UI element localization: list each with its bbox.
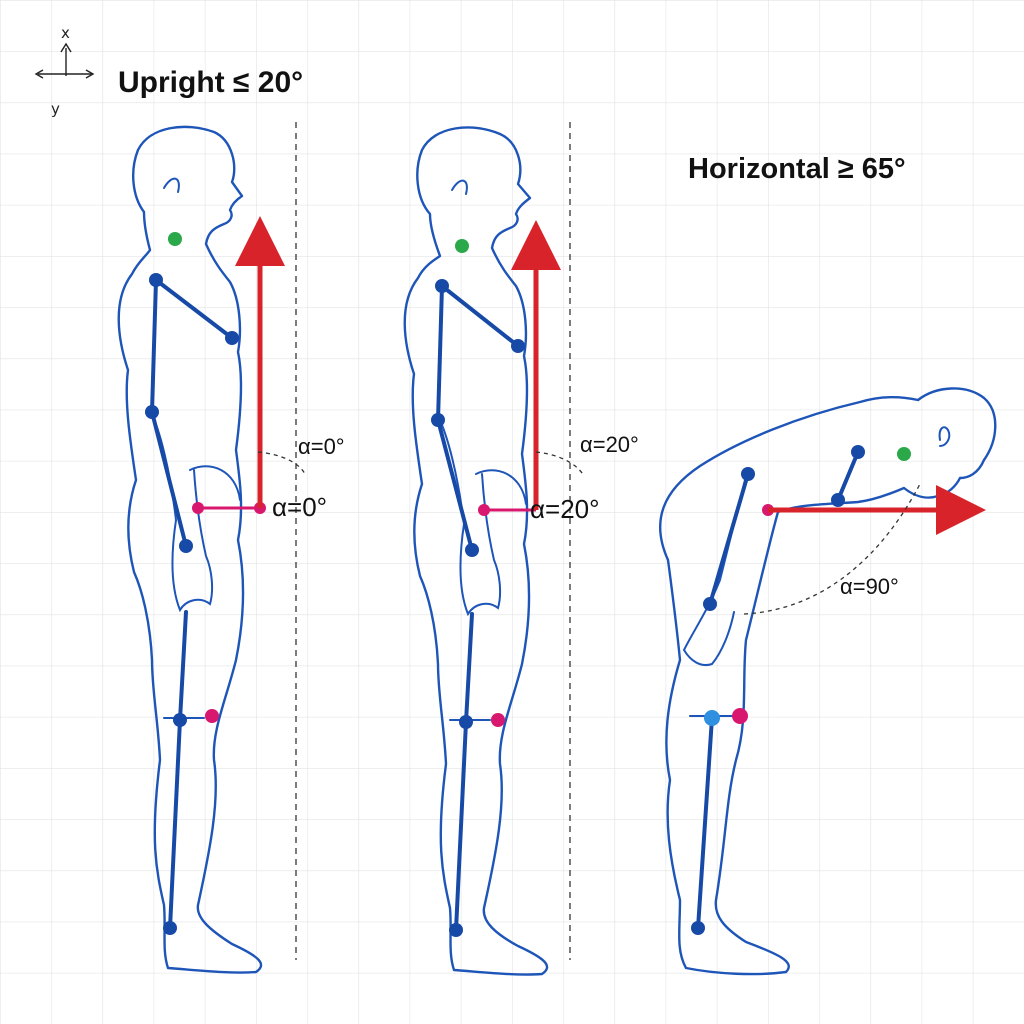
upright-title: Upright ≤ 20° — [118, 66, 303, 99]
arm-outline — [437, 415, 502, 617]
angle-label-small: α=20° — [580, 432, 639, 457]
thigh-bone — [178, 610, 188, 722]
wrist-joint — [179, 539, 193, 553]
chest-joint — [851, 445, 865, 459]
angle-label: α=90° — [840, 574, 899, 599]
body-outline — [403, 126, 549, 976]
shoulder-joint — [149, 273, 163, 287]
angle-arc — [535, 451, 585, 477]
wrist-joint — [465, 543, 479, 557]
figure-bending-90: α=90° — [659, 387, 997, 976]
y-axis-label: y — [51, 100, 60, 118]
ear — [451, 179, 468, 195]
angle-label-large: α=20° — [530, 494, 600, 524]
neck-marker — [455, 239, 469, 253]
knee-marker — [732, 708, 748, 724]
elbow-joint — [431, 413, 445, 427]
knee-joint — [704, 710, 720, 726]
axes-icon: x y — [34, 24, 95, 118]
shoulder-joint — [741, 467, 755, 481]
body-outline — [117, 125, 263, 974]
shoulder-joint — [435, 279, 449, 293]
neck-marker — [168, 232, 182, 246]
wrist-joint — [703, 597, 717, 611]
elbow-joint — [145, 405, 159, 419]
shin-bone — [454, 720, 468, 932]
thigh-bone — [464, 612, 474, 724]
sternum-joint — [831, 493, 845, 507]
hip-marker — [192, 502, 204, 514]
buttock-line — [189, 465, 241, 501]
ankle-joint — [163, 921, 177, 935]
upper-arm-bone — [150, 278, 158, 414]
ear — [938, 426, 951, 447]
body-outline — [659, 387, 997, 976]
forearm-bone — [150, 410, 188, 548]
angle-arc — [743, 483, 921, 615]
shin-bone — [696, 716, 714, 930]
upper-arm-bone — [708, 472, 750, 606]
forearm-bone — [436, 418, 474, 552]
neck-marker — [897, 447, 911, 461]
shoulder-bone — [154, 278, 234, 340]
shoulder-bone — [440, 284, 520, 348]
angle-label-small: α=0° — [298, 434, 345, 459]
angle-label-large: α=0° — [272, 492, 327, 522]
ankle-joint — [449, 923, 463, 937]
chest-joint — [511, 339, 525, 353]
upper-arm-bone — [436, 284, 444, 422]
ankle-joint — [691, 921, 705, 935]
knee-marker — [491, 713, 505, 727]
hip-marker — [478, 504, 490, 516]
knee-marker — [205, 709, 219, 723]
chest-joint — [225, 331, 239, 345]
knee-joint — [173, 713, 187, 727]
shin-bone — [168, 718, 182, 930]
shoulder-bone — [836, 450, 860, 502]
buttock-line — [475, 469, 527, 505]
ear — [163, 177, 180, 193]
horizontal-title: Horizontal ≥ 65° — [688, 153, 906, 185]
figure-standing-20: α=20° α=20° — [403, 122, 639, 976]
knee-joint — [459, 715, 473, 729]
figure-standing-0: α=0° α=0° — [117, 122, 345, 974]
x-axis-label: x — [61, 24, 70, 42]
